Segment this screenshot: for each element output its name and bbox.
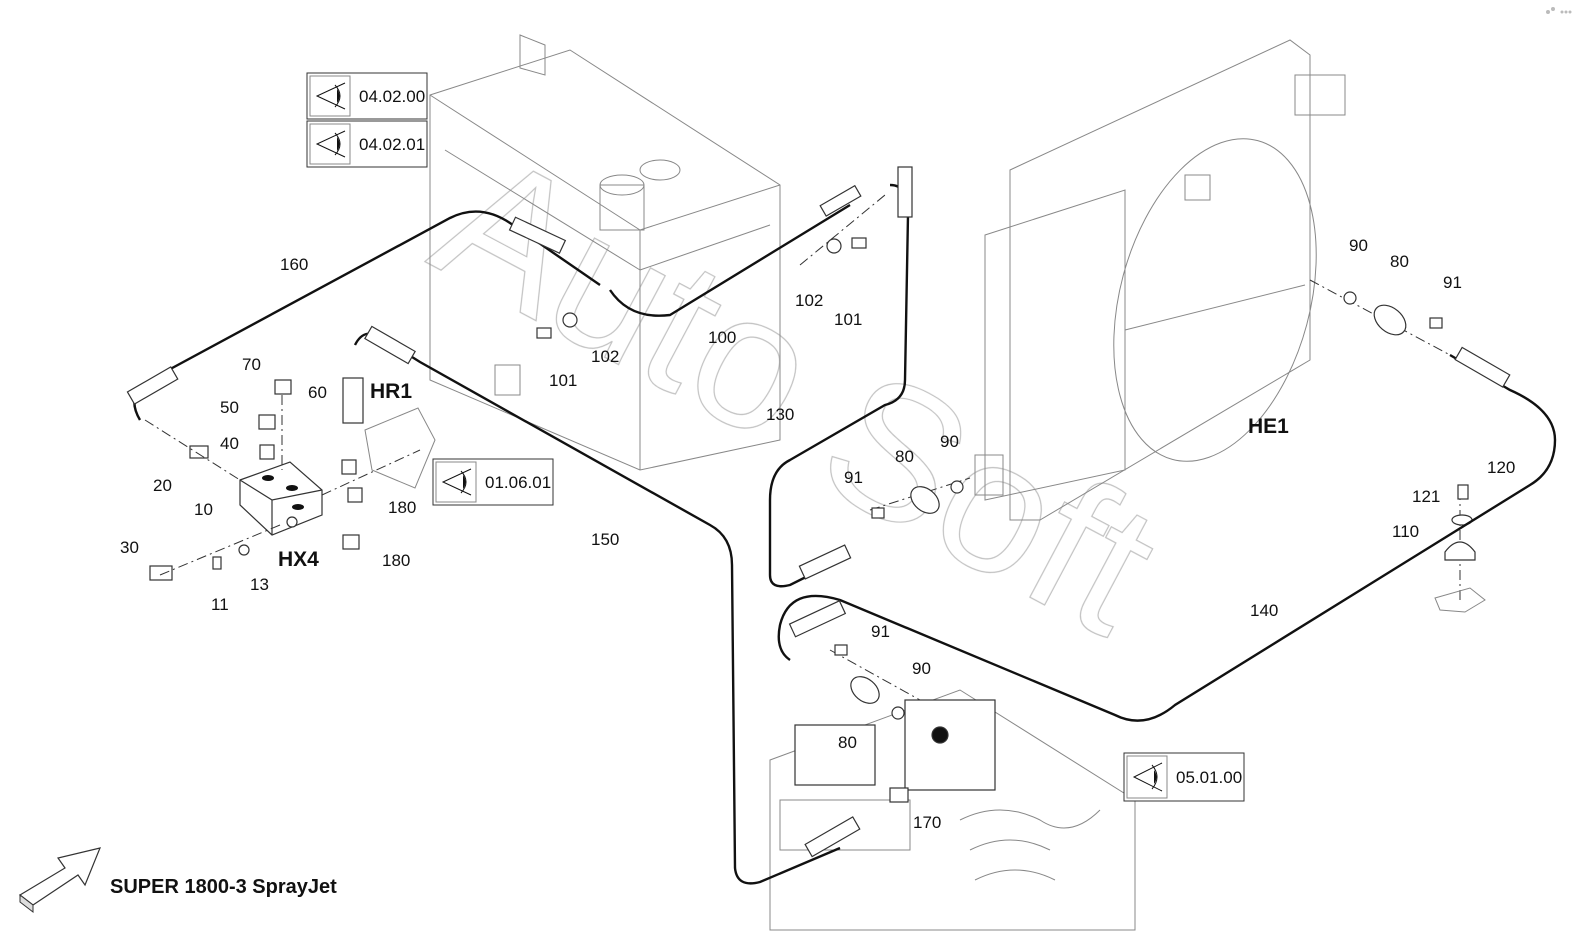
callout-130: 130 [766,405,794,424]
reference-link-04-02-01[interactable]: 04.02.01 [306,120,428,168]
callout-80b: 80 [1390,252,1409,271]
orientation-arrow-icon [18,847,101,914]
callout-70: 70 [242,355,261,374]
status-dots [1546,7,1572,14]
reference-link-04-02-00[interactable]: 04.02.00 [306,72,428,120]
svg-text:Soft: Soft [791,329,1189,675]
hose-140 [777,353,1557,722]
callout-91b: 91 [1443,273,1462,292]
callout-90a: 90 [940,432,959,451]
radiator-he1 [974,39,1346,521]
hydraulic-tank [429,34,781,471]
callout-120: 120 [1487,458,1515,477]
watermark: Auto Soft [405,110,1189,676]
callout-13: 13 [250,575,269,594]
callout-he1: HE1 [1248,415,1289,438]
callout-150: 150 [591,530,619,549]
callout-110: 110 [1392,522,1419,541]
callout-180a: 180 [388,498,416,517]
reference-code: 04.02.01 [359,135,425,154]
callout-102b: 102 [795,291,823,310]
callout-160: 160 [280,255,308,274]
valve-block-hx4 [149,377,436,581]
callout-20: 20 [153,476,172,495]
reference-code: 04.02.00 [359,87,425,106]
callout-50: 50 [220,398,239,417]
callout-11: 11 [211,595,229,614]
callout-80a: 80 [895,447,914,466]
callout-91a: 91 [844,468,863,487]
reference-link-01-06-01[interactable]: 01.06.01 [432,458,554,506]
callout-100: 100 [708,328,736,347]
hose-100 [609,203,851,317]
reference-code: 05.01.00 [1176,768,1242,787]
callout-102a: 102 [591,347,619,366]
callout-hr1: HR1 [370,380,412,403]
callout-91c: 91 [871,622,890,641]
callout-10: 10 [194,500,213,519]
model-title: SUPER 1800-3 SprayJet [110,876,337,898]
callout-30: 30 [120,538,139,557]
callout-90c: 90 [912,659,931,678]
callout-170: 170 [913,813,941,832]
callout-140: 140 [1250,601,1278,620]
eye-icon [441,468,472,496]
eye-icon [315,82,346,110]
callout-hx4: HX4 [278,548,319,571]
eye-icon [315,130,346,158]
callout-101b: 101 [834,310,862,329]
pump-assembly [769,689,1136,931]
callout-90b: 90 [1349,236,1368,255]
hoses [126,166,1557,885]
callout-121: 121 [1412,487,1440,506]
callout-101a: 101 [549,371,577,390]
reference-link-05-01-00[interactable]: 05.01.00 [1123,752,1245,802]
clamps-fittings [536,237,1486,803]
callout-40: 40 [220,434,239,453]
callout-60: 60 [308,383,327,402]
eye-icon [1132,762,1163,792]
reference-code: 01.06.01 [485,473,551,492]
callout-80c: 80 [838,733,857,752]
callouts: 160 70 60 50 40 20 10 30 11 13 180 180 H… [120,236,1515,832]
callout-180b: 180 [382,551,410,570]
